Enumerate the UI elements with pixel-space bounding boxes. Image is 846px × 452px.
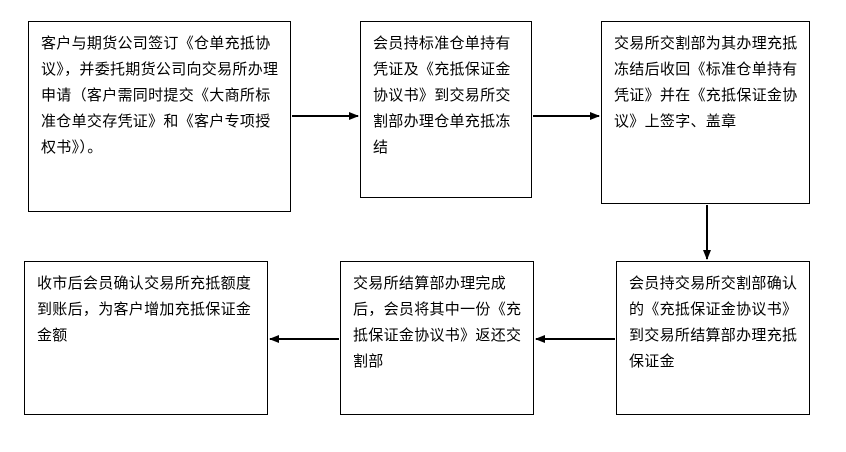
step-box-5: 交易所结算部办理完成后，会员将其中一份《充抵保证金协议书》返还交割部 (340, 261, 534, 415)
step-text-4: 会员持交易所交割部确认的《充抵保证金协议书》到交易所结算部办理充抵保证金 (629, 274, 798, 370)
step-box-2: 会员持标准仓单持有凭证及《充抵保证金协议书》到交易所交割部办理仓单充抵冻结 (360, 21, 532, 198)
step-text-2: 会员持标准仓单持有凭证及《充抵保证金协议书》到交易所交割部办理仓单充抵冻结 (373, 34, 511, 156)
step-text-3: 交易所交割部为其办理充抵冻结后收回《标准仓单持有凭证》并在《充抵保证金协议》上签… (614, 34, 798, 130)
step-text-1: 客户与期货公司签订《仓单充抵协议》，并委托期货公司向交易所办理申请（客户需同时提… (41, 34, 279, 156)
step-text-5: 交易所结算部办理完成后，会员将其中一份《充抵保证金协议书》返还交割部 (353, 274, 522, 370)
step-box-4: 会员持交易所交割部确认的《充抵保证金协议书》到交易所结算部办理充抵保证金 (616, 261, 810, 415)
step-box-6: 收市后会员确认交易所充抵额度到账后，为客户增加充抵保证金金额 (24, 261, 268, 415)
step-box-3: 交易所交割部为其办理充抵冻结后收回《标准仓单持有凭证》并在《充抵保证金协议》上签… (601, 21, 810, 204)
step-box-1: 客户与期货公司签订《仓单充抵协议》，并委托期货公司向交易所办理申请（客户需同时提… (28, 21, 291, 212)
step-text-6: 收市后会员确认交易所充抵额度到账后，为客户增加充抵保证金金额 (37, 274, 252, 344)
